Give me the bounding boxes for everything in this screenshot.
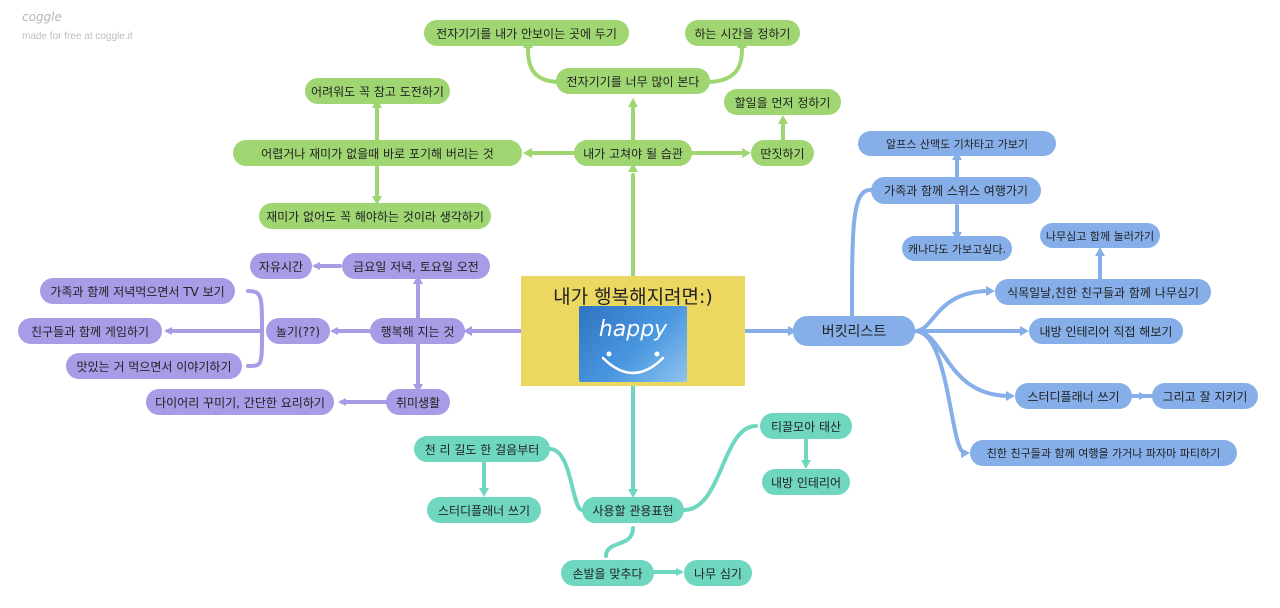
node-diary[interactable]: 다이어리 꾸미기, 간단한 요리하기 <box>146 389 334 415</box>
node-weekend[interactable]: 금요일 저녁, 토요일 오전 <box>342 253 490 279</box>
node-devices[interactable]: 전자기기를 너무 많이 본다 <box>556 68 710 94</box>
node-must-do[interactable]: 재미가 없어도 꼭 해야하는 것이라 생각하기 <box>259 203 491 229</box>
node-distract[interactable]: 딴짓하기 <box>751 140 814 166</box>
node-arbor-sub[interactable]: 나무심고 함께 놀러가기 <box>1040 223 1160 248</box>
happy-image: happy <box>579 306 687 382</box>
node-canada[interactable]: 캐나다도 가보고싶다. <box>902 236 1012 261</box>
node-interior[interactable]: 내방 인테리어 직접 해보기 <box>1029 318 1183 344</box>
node-set-time[interactable]: 하는 시간을 정하기 <box>685 20 800 46</box>
node-todo-first[interactable]: 할일을 먼저 정하기 <box>724 89 841 115</box>
node-planner[interactable]: 스터디플래너 쓰기 <box>1015 383 1132 409</box>
node-room-interior[interactable]: 내방 인테리어 <box>762 469 850 495</box>
node-pajama[interactable]: 친한 친구들과 함께 여행을 가거나 파자마 파티하기 <box>970 440 1237 466</box>
node-tv[interactable]: 가족과 함께 저녁먹으면서 TV 보기 <box>40 278 235 304</box>
node-plant-tree[interactable]: 나무 심기 <box>684 560 752 586</box>
smiley-icon: happy <box>599 317 668 375</box>
node-dust-mountain[interactable]: 티끌모아 태산 <box>760 413 852 439</box>
central-node[interactable]: 내가 행복해지려면:) happy <box>521 276 745 386</box>
happy-image-text: happy <box>599 317 668 342</box>
node-play[interactable]: 놀기(??) <box>266 318 330 344</box>
node-study-planner[interactable]: 스터디플래너 쓰기 <box>427 497 541 523</box>
node-sync[interactable]: 손발을 맞추다 <box>561 560 654 586</box>
coggle-logo[interactable]: coggle <box>22 10 62 24</box>
node-alps[interactable]: 알프스 산맥도 기차타고 가보기 <box>858 131 1056 156</box>
node-happy-things[interactable]: 행복해 지는 것 <box>370 318 465 344</box>
node-give-up[interactable]: 어렵거나 재미가 없을때 바로 포기해 버리는 것 <box>233 140 522 166</box>
node-planner-keep[interactable]: 그리고 잘 지키기 <box>1152 383 1258 409</box>
node-hobby[interactable]: 취미생활 <box>386 389 450 415</box>
central-title: 내가 행복해지려면:) <box>553 286 713 308</box>
node-free-time[interactable]: 자유시간 <box>250 253 312 279</box>
node-idioms[interactable]: 사용할 관용표현 <box>582 497 684 523</box>
node-eat[interactable]: 맛있는 거 먹으면서 이야기하기 <box>66 353 242 379</box>
node-bucket-list[interactable]: 버킷리스트 <box>793 316 915 346</box>
node-thousand-miles[interactable]: 천 리 길도 한 걸음부터 <box>414 436 550 462</box>
watermark-subtitle: made for free at coggle.it <box>22 31 133 42</box>
node-challenge[interactable]: 어려워도 꼭 참고 도전하기 <box>305 78 450 104</box>
node-game[interactable]: 친구들과 함께 게임하기 <box>18 318 162 344</box>
node-arbor-day[interactable]: 식목일날,친한 친구들과 함께 나무심기 <box>995 279 1211 305</box>
node-habits[interactable]: 내가 고쳐야 될 습관 <box>574 140 692 166</box>
node-devices-hide[interactable]: 전자기기를 내가 안보이는 곳에 두기 <box>424 20 629 46</box>
node-swiss[interactable]: 가족과 함께 스위스 여행가기 <box>871 177 1041 204</box>
